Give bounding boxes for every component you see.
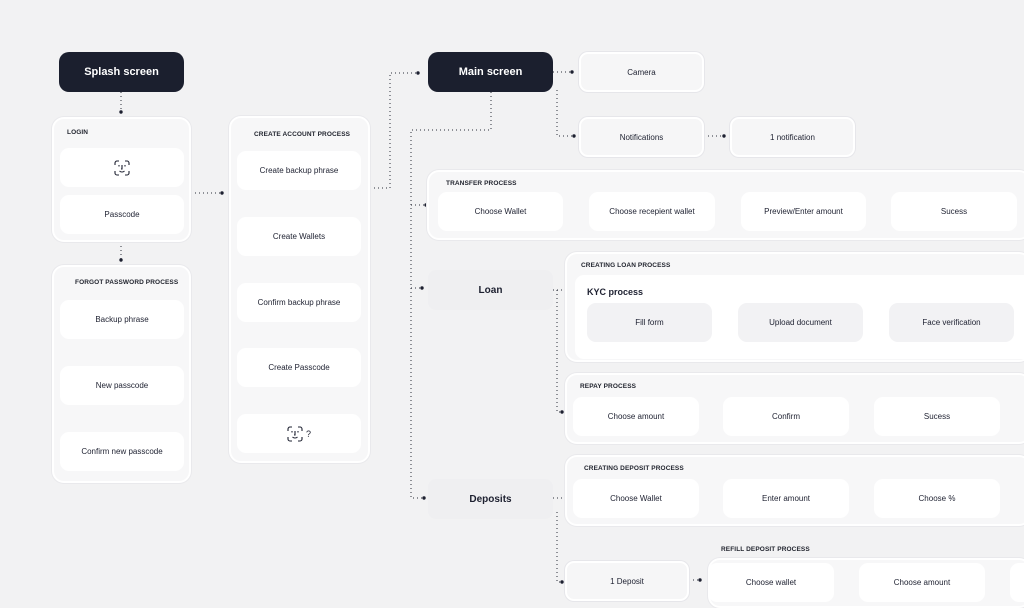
forgot-password-group: FORGOT PASSWORD PROCESS Backup phrase Ne…	[52, 265, 191, 483]
upload-document-card[interactable]: Upload document	[738, 303, 863, 342]
deposit-choose-percent-card[interactable]: Choose %	[874, 479, 1000, 518]
splash-screen-node[interactable]: Splash screen	[59, 52, 184, 92]
group-title: LOGIN	[67, 129, 89, 136]
refill-choose-wallet-card[interactable]: Choose wallet	[708, 563, 834, 602]
confirm-new-passcode-card[interactable]: Confirm new passcode	[60, 432, 184, 471]
create-passcode-card[interactable]: Create Passcode	[237, 348, 361, 387]
create-wallets-card[interactable]: Create Wallets	[237, 217, 361, 256]
transfer-choose-wallet-card[interactable]: Choose Wallet	[438, 192, 563, 231]
one-notification-card[interactable]: 1 notification	[730, 117, 855, 157]
camera-card[interactable]: Camera	[579, 52, 704, 92]
notifications-card[interactable]: Notifications	[579, 117, 704, 157]
kyc-process-title: KYC process	[587, 287, 644, 297]
question-mark: ?	[305, 428, 311, 439]
repay-success-card[interactable]: Sucess	[874, 397, 1000, 436]
repay-process-group: REPAY PROCESS Choose amount Confirm Suce…	[565, 373, 1024, 444]
confirm-backup-phrase-card[interactable]: Confirm backup phrase	[237, 283, 361, 322]
deposit-enter-amount-card[interactable]: Enter amount	[723, 479, 849, 518]
refill-deposit-title: REFILL DEPOSIT PROCESS	[721, 546, 810, 553]
main-screen-node[interactable]: Main screen	[428, 52, 553, 92]
face-id-card[interactable]	[60, 148, 184, 187]
group-title: TRANSFER PROCESS	[446, 180, 517, 187]
transfer-success-card[interactable]: Sucess	[891, 192, 1017, 231]
kyc-process-panel: KYC process Fill form Upload document Fa…	[575, 275, 1024, 359]
login-group: LOGIN Passcode	[52, 117, 191, 242]
creating-loan-process-group: CREATING LOAN PROCESS KYC process Fill f…	[565, 252, 1024, 362]
face-id-question-card[interactable]: ?	[237, 414, 361, 453]
repay-choose-amount-card[interactable]: Choose amount	[573, 397, 699, 436]
face-id-icon	[287, 425, 303, 442]
deposit-choose-wallet-card[interactable]: Choose Wallet	[573, 479, 699, 518]
group-title: FORGOT PASSWORD PROCESS	[75, 279, 179, 286]
face-id-icon	[114, 159, 130, 176]
group-title: REPAY PROCESS	[580, 383, 637, 390]
new-passcode-card[interactable]: New passcode	[60, 366, 184, 405]
refill-choose-amount-card[interactable]: Choose amount	[859, 563, 985, 602]
creating-deposit-process-group: CREATING DEPOSIT PROCESS Choose Wallet E…	[565, 455, 1024, 526]
passcode-card[interactable]: Passcode	[60, 195, 184, 234]
refill-next-step-card[interactable]	[1010, 563, 1024, 602]
fill-form-card[interactable]: Fill form	[587, 303, 712, 342]
deposits-node[interactable]: Deposits	[428, 479, 553, 519]
group-title: CREATE ACCOUNT PROCESS	[254, 131, 351, 138]
backup-phrase-card[interactable]: Backup phrase	[60, 300, 184, 339]
create-backup-phrase-card[interactable]: Create backup phrase	[237, 151, 361, 190]
group-title: CREATING LOAN PROCESS	[581, 262, 671, 269]
group-title: CREATING DEPOSIT PROCESS	[584, 465, 684, 472]
refill-one-deposit-card[interactable]: 1 Deposit	[565, 561, 689, 601]
transfer-choose-recipient-card[interactable]: Choose recepient wallet	[589, 192, 715, 231]
loan-node[interactable]: Loan	[428, 270, 553, 310]
refill-deposit-process-group: Choose wallet Choose amount	[708, 558, 1024, 608]
transfer-process-group: TRANSFER PROCESS Choose Wallet Choose re…	[427, 170, 1024, 240]
create-account-group: CREATE ACCOUNT PROCESS Create backup phr…	[229, 116, 370, 463]
face-verification-card[interactable]: Face verification	[889, 303, 1014, 342]
transfer-preview-amount-card[interactable]: Preview/Enter amount	[741, 192, 866, 231]
repay-confirm-card[interactable]: Confirm	[723, 397, 849, 436]
